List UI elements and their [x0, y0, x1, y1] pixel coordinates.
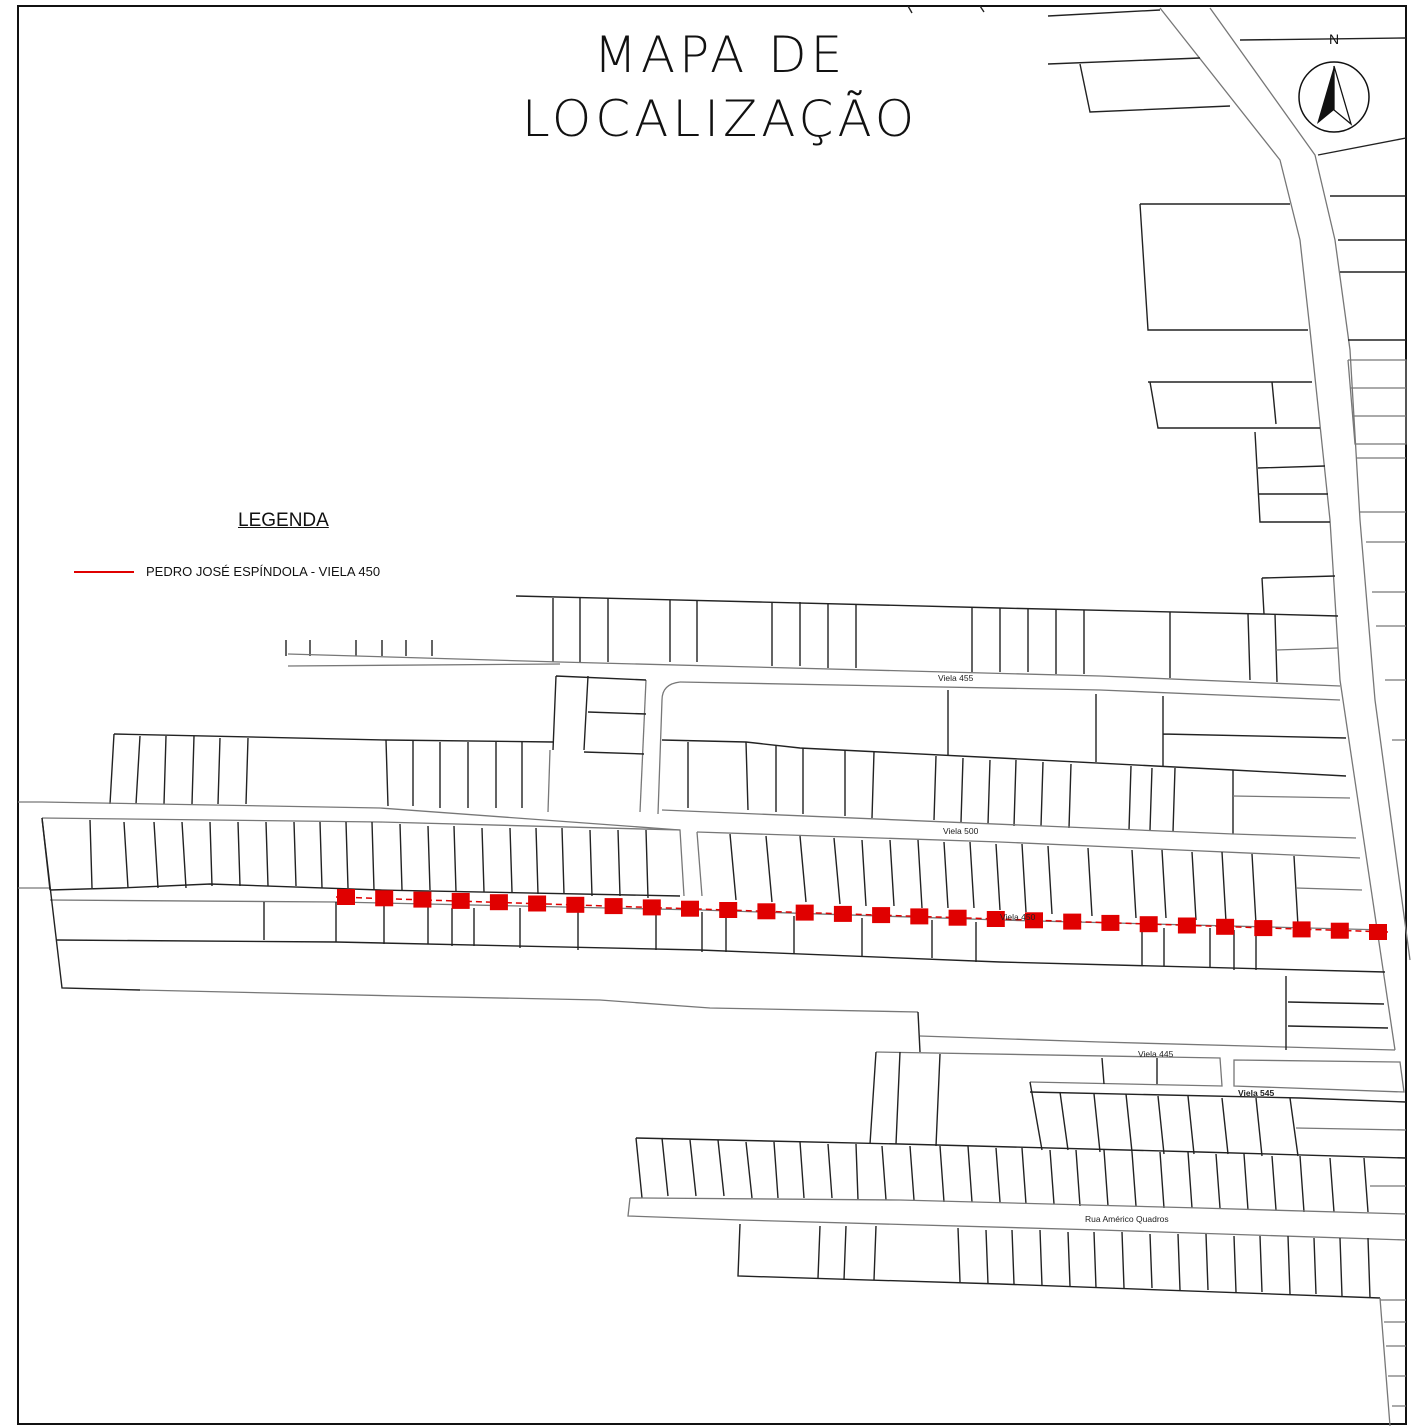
route-marker	[528, 895, 547, 912]
legend-red-line-swatch	[74, 570, 134, 573]
route-marker	[642, 899, 661, 916]
street-label: Viela 455	[938, 673, 974, 683]
route-marker	[948, 909, 967, 926]
route-marker	[1369, 924, 1387, 940]
route-marker	[1139, 916, 1158, 933]
block-outline	[285, 595, 1339, 683]
block-outline	[661, 690, 1357, 839]
block-outline	[109, 675, 647, 813]
route-marker	[489, 894, 508, 911]
route-marker	[986, 911, 1005, 927]
street-label: Rua Américo Quadros	[1085, 1214, 1169, 1224]
route-marker	[1216, 918, 1235, 935]
block-outline	[635, 1051, 1407, 1213]
block-outline	[41, 817, 1363, 927]
route-marker	[910, 908, 929, 925]
route-marker	[1101, 914, 1120, 931]
legend-item: PEDRO JOSÉ ESPÍNDOLA - VIELA 450	[74, 564, 380, 579]
route-marker	[375, 890, 394, 907]
legend-item-label: PEDRO JOSÉ ESPÍNDOLA - VIELA 450	[146, 564, 381, 579]
route-marker	[757, 903, 776, 920]
street-label: Viela 445	[1138, 1049, 1174, 1059]
block-outline	[737, 1223, 1406, 1426]
route-marker	[1063, 913, 1082, 930]
route-marker	[1177, 917, 1196, 934]
map-title-line-1: MAPA DE	[593, 26, 847, 84]
route-marker	[451, 892, 470, 909]
street-viela-455	[287, 653, 1341, 815]
route-marker	[1254, 920, 1273, 937]
route-line	[335, 896, 1389, 933]
route-marker	[872, 907, 891, 924]
highlighted-route	[335, 889, 1389, 940]
map-title-line-2: LOCALIZAÇÃO	[521, 90, 919, 148]
street-viela-500	[18, 801, 1361, 897]
route-marker	[337, 889, 355, 905]
block-outline	[1047, 9, 1407, 741]
route-marker	[604, 898, 623, 915]
route-marker	[1025, 912, 1043, 929]
route-marker	[413, 891, 432, 908]
map-border	[17, 5, 1407, 1425]
route-marker	[1330, 922, 1349, 939]
block-outline	[907, 5, 985, 14]
street-label: Viela 500	[943, 826, 979, 836]
north-arrow-icon: N	[1298, 31, 1370, 133]
route-marker	[719, 902, 738, 918]
block-outline	[41, 817, 1405, 1093]
route-marker	[1292, 921, 1311, 938]
street-label: Viela 545	[1238, 1088, 1275, 1098]
street-viela-450	[49, 899, 1386, 973]
route-marker	[833, 905, 852, 922]
main-avenue	[1159, 7, 1411, 1051]
route-marker	[566, 896, 585, 913]
route-marker	[795, 904, 814, 921]
street-label: Viela 450	[1000, 912, 1036, 922]
legend-heading: LEGENDA	[238, 510, 329, 531]
north-label: N	[1329, 31, 1339, 47]
street-rua-americo-quadros	[627, 1197, 1407, 1241]
route-marker	[681, 900, 699, 917]
